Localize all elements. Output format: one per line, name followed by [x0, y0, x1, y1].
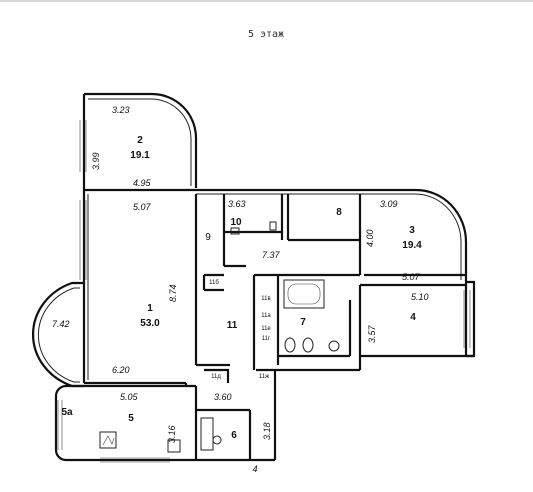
dim-5-10: 5.10 — [411, 292, 429, 302]
dim-3-57: 3.57 — [367, 324, 377, 343]
interior-walls — [84, 188, 466, 460]
room-9-number: 9 — [205, 232, 211, 243]
dim-3-60: 3.60 — [214, 392, 232, 402]
room-6-number: 6 — [231, 430, 237, 441]
closet-11a: 11а — [261, 313, 271, 319]
dim-5-07a: 5.07 — [133, 202, 152, 212]
dimension-labels: 3.23 3.99 4.95 5.07 3.63 3.09 4.00 7.37 … — [52, 105, 429, 443]
room-8-number: 8 — [336, 207, 342, 218]
dim-7-37: 7.37 — [262, 250, 281, 260]
sink-icon — [328, 340, 340, 352]
room-2-area: 19.1 — [130, 150, 150, 161]
fixtures — [99, 221, 340, 453]
dim-3-23: 3.23 — [112, 105, 130, 115]
closet-11g: 11г — [262, 336, 271, 342]
room-5-number: 5 — [128, 413, 134, 424]
dim-3-99: 3.99 — [91, 152, 101, 170]
toilet-icon — [284, 337, 296, 353]
dim-7-42: 7.42 — [52, 319, 70, 329]
room-3-number: 3 — [409, 225, 415, 236]
room-3-area: 19.4 — [402, 240, 422, 251]
floor-title: 5 этаж — [248, 29, 284, 40]
room-4-number: 4 — [410, 312, 416, 323]
dim-5-05: 5.05 — [120, 392, 139, 402]
closet-11zh: 11ж — [259, 374, 269, 380]
room-labels: 2 19.1 1 53.0 3 19.4 4 5 5а 6 7 8 9 10 1… — [61, 135, 422, 441]
dim-4-00: 4.00 — [365, 229, 375, 247]
dim-3-16: 3.16 — [167, 425, 177, 443]
entrance-label: 4 — [252, 464, 257, 474]
bathtub-icon — [283, 279, 325, 309]
sink-icon — [212, 435, 222, 445]
closet-11d: 11д — [211, 374, 221, 380]
closet-11v: 11в — [261, 296, 270, 302]
room-11-number: 11 — [227, 320, 238, 331]
room-2-number: 2 — [137, 135, 143, 146]
dim-5-07b: 5.07 — [402, 272, 421, 282]
toilet-icon — [302, 337, 314, 353]
room-1-number: 1 — [147, 303, 153, 314]
windows — [57, 120, 471, 463]
dim-6-20: 6.20 — [112, 365, 130, 375]
stove-icon — [99, 431, 117, 449]
room-1-area: 53.0 — [140, 318, 160, 329]
closet-labels: 11б 11в 11а 11е 11г 11д 11ж — [209, 280, 271, 380]
closet-11e: 11е — [261, 326, 271, 332]
dim-4-95: 4.95 — [133, 178, 152, 188]
exterior-walls — [32, 92, 476, 462]
dim-3-18: 3.18 — [262, 422, 272, 440]
dim-3-09: 3.09 — [380, 199, 398, 209]
room-7-number: 7 — [300, 317, 306, 328]
dim-3-63: 3.63 — [228, 199, 246, 209]
dim-8-74: 8.74 — [168, 284, 178, 302]
room-5a-number: 5а — [61, 407, 73, 418]
closet-11b: 11б — [209, 280, 219, 286]
room-10-number: 10 — [230, 217, 242, 228]
